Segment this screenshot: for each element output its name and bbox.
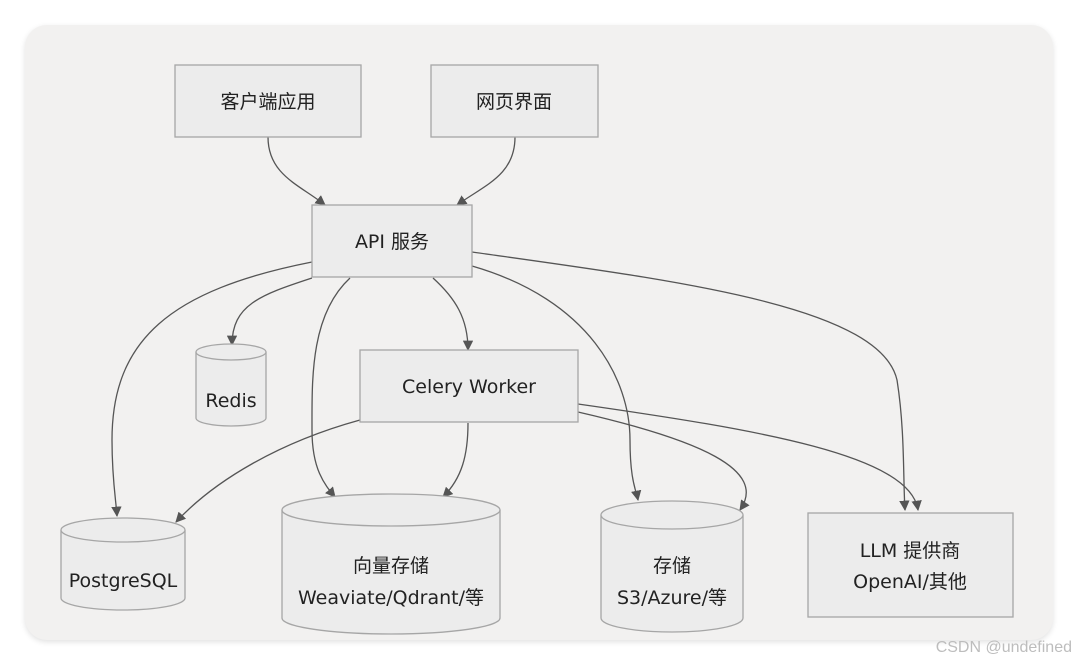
node-llm: LLM 提供商 OpenAI/其他 [807,512,1014,618]
edge-api-to-redis [226,277,313,347]
edge-api-to-postgres [111,261,313,518]
edge-celery-to-vector [442,422,469,498]
node-postgres: PostgreSQL [60,517,186,611]
vector-label-line2: Weaviate/Qdrant/等 [298,587,484,609]
client-app-label: 客户端应用 [220,91,315,113]
node-redis: Redis [195,343,267,427]
edge-web-to-api [456,136,516,206]
llm-label-line1: LLM 提供商 [860,540,961,562]
vector-label-line1: 向量存储 [353,555,429,577]
storage-label-line2: S3/Azure/等 [617,587,727,609]
api-label: API 服务 [355,231,429,253]
edge-celery-to-postgres [175,419,361,523]
llm-label-line2: OpenAI/其他 [853,571,967,593]
edge-api-to-storage [471,265,642,502]
node-celery: Celery Worker [359,349,579,423]
node-storage: 存储 S3/Azure/等 [600,500,744,633]
edge-celery-to-storage [577,411,750,511]
edges [111,136,922,523]
web-ui-label: 网页界面 [476,91,552,113]
edge-celery-to-llm [577,403,922,512]
node-api: API 服务 [311,204,473,278]
node-web-ui: 网页界面 [430,64,599,138]
edge-api-to-vector [311,277,351,498]
celery-label: Celery Worker [402,376,536,398]
postgres-label: PostgreSQL [69,570,178,592]
node-client-app: 客户端应用 [174,64,362,138]
edge-api-to-celery [432,277,474,352]
node-vector-store: 向量存储 Weaviate/Qdrant/等 [281,493,501,635]
edge-api-to-llm [471,251,910,512]
redis-label: Redis [205,390,256,412]
storage-label-line1: 存储 [653,555,691,577]
edge-client-to-api [267,136,326,206]
watermark: CSDN @undefined [935,639,1072,656]
